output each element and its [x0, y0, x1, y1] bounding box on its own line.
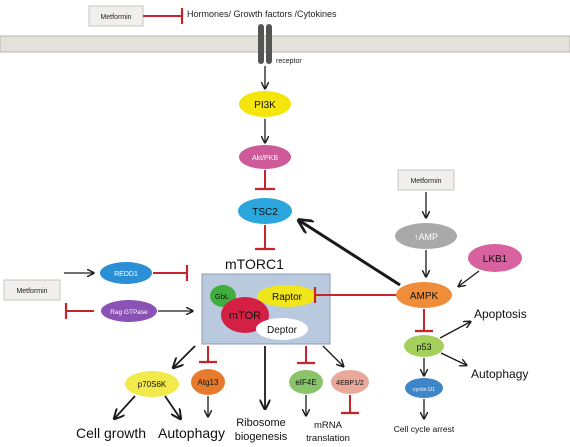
lkb1-label: LKB1 [483, 254, 508, 265]
metformin-right-label: Metformin [410, 178, 441, 185]
atg13-label: Atg13 [198, 378, 219, 387]
4ebp-node [331, 370, 369, 394]
eif4e-node [289, 370, 323, 394]
p70s6k-label: p70S6K [138, 380, 167, 389]
akt-label: Akt/PKB [252, 155, 278, 162]
cell-membrane [0, 35, 570, 53]
tsc2-node [238, 198, 292, 224]
ampk-label: AMPK [410, 291, 439, 302]
receptor-icon [258, 24, 272, 64]
cyclin-d1-node [405, 378, 443, 398]
autophagy-left-label: Autophagy [158, 425, 225, 441]
cell-growth-label: Cell growth [76, 425, 146, 441]
pi3k-label: PI3K [254, 100, 276, 111]
receptor-label: receptor [276, 58, 302, 65]
metformin-left-box [3, 279, 61, 301]
autophagy-right-label: Autophagy [471, 367, 528, 381]
p70s6k-node [125, 371, 179, 397]
akt-node [239, 145, 291, 169]
ribosome-label-line1: Ribosome [236, 417, 286, 429]
rag-gtpase-node [101, 300, 157, 322]
deptor-node [256, 318, 308, 340]
tsc2-label: TSC2 [252, 207, 278, 218]
atg13-node [191, 369, 225, 395]
ampk-node [396, 282, 452, 308]
metformin-top-label: Metformin [100, 14, 131, 21]
cell-cycle-arrest-label: Cell cycle arrest [394, 424, 455, 434]
rag-gtpase-label: Rag GTPase [110, 309, 148, 316]
deptor-label: Deptor [267, 325, 298, 336]
raptor-node [257, 285, 317, 307]
amp-node [395, 223, 457, 249]
mrna-label-line2: translation [306, 433, 350, 444]
raptor-label: Raptor [272, 292, 303, 303]
lkb1-node [468, 244, 522, 272]
gbl-label: GbL [215, 292, 229, 301]
metformin-left-label: Metformin [16, 288, 47, 295]
ribosome-label-line2: biogenesis [235, 431, 288, 443]
cyclin-d1-label: cyclin D1 [413, 387, 435, 393]
mtor-node [221, 297, 269, 333]
redd1-node [100, 262, 152, 284]
apoptosis-label: Apoptosis [474, 307, 527, 321]
4ebp-label: 4EBP1/2 [336, 380, 364, 387]
redd1-label: REDD1 [114, 271, 138, 278]
mtor-label: mTOR [229, 310, 261, 322]
metformin-right-box [397, 169, 455, 191]
eif4e-label: eIF4E [295, 378, 316, 387]
hormones-label: Hormones/ Growth factors /Cytokines [187, 9, 337, 19]
p53-label: p53 [416, 342, 431, 352]
mrna-label-line1: mRNA [314, 420, 343, 431]
mtorc1-label: mTORC1 [225, 256, 284, 272]
p53-node [404, 335, 444, 357]
pi3k-node [239, 91, 291, 117]
amp-label: ↑AMP [414, 232, 438, 242]
